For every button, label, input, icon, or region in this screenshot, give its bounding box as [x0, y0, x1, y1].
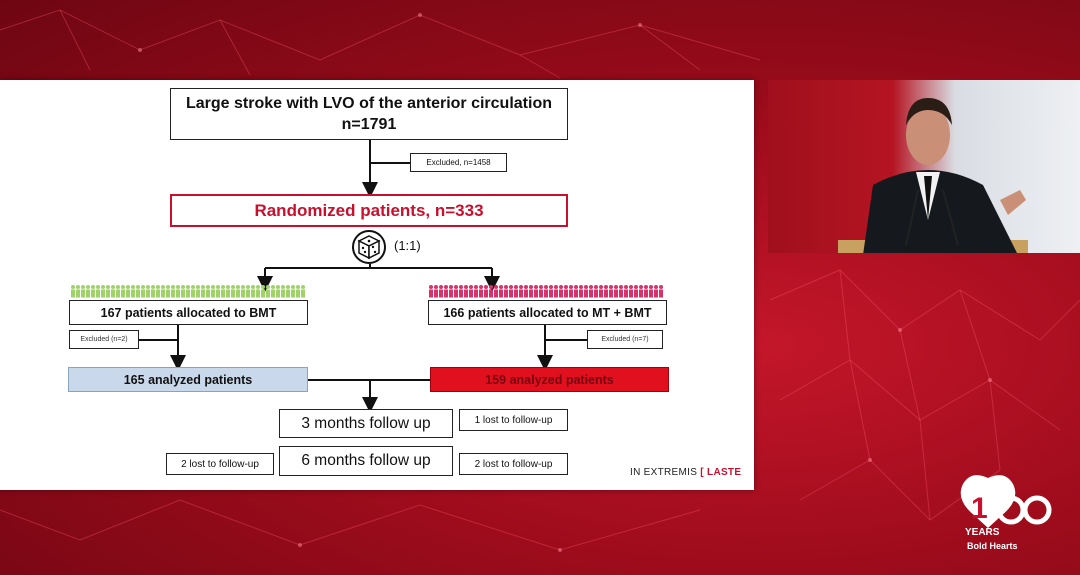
randomization-dice-icon [352, 230, 386, 264]
trial-logo-brand: LASTE [707, 467, 742, 478]
analyzed-bmt-box: 165 analyzed patients [68, 367, 308, 392]
people-icons-mt [429, 285, 663, 298]
excluded-box-bmt: Excluded (n=2) [69, 330, 139, 349]
aha-100-years-logo: 1 [960, 475, 1052, 528]
aha-years-text: YEARS [965, 527, 1000, 538]
people-icons-bmt [71, 285, 305, 298]
trial-logo: IN EXTREMIS [ LASTE [630, 467, 741, 478]
bmt-arm-box: 167 patients allocated to BMT [69, 300, 308, 325]
randomized-patients-box: Randomized patients, n=333 [170, 194, 568, 227]
speaker-video-feed [768, 80, 1080, 253]
speaker-figure [838, 98, 1028, 253]
eligible-population-count: n=1791 [341, 116, 397, 133]
eligible-population-box: Large stroke with LVO of the anterior ci… [170, 88, 568, 140]
mt-arm-box: 166 patients allocated to MT + BMT [428, 300, 667, 325]
svg-text:1: 1 [971, 492, 988, 525]
analyzed-mt-box: 159 analyzed patients [430, 367, 669, 392]
presentation-slide: Large stroke with LVO of the anterior ci… [0, 80, 754, 490]
eligible-population-title: Large stroke with LVO of the anterior ci… [186, 95, 552, 112]
flowchart-connectors [139, 140, 587, 413]
followup-6-months-box: 6 months follow up [279, 446, 453, 476]
aha-tagline: Bold Hearts [967, 541, 1018, 551]
randomization-ratio: (1:1) [394, 238, 421, 253]
lost-followup-6-months-bmt: 2 lost to follow-up [166, 453, 274, 475]
trial-logo-bracket: [ [700, 467, 704, 478]
followup-3-months-box: 3 months follow up [279, 409, 453, 438]
lost-followup-3-months: 1 lost to follow-up [459, 409, 568, 431]
excluded-box-mt: Excluded (n=7) [587, 330, 663, 349]
trial-logo-text: IN EXTREMIS [630, 467, 698, 478]
lost-followup-6-months-mt: 2 lost to follow-up [459, 453, 568, 475]
excluded-box-top: Excluded, n=1458 [410, 153, 507, 172]
